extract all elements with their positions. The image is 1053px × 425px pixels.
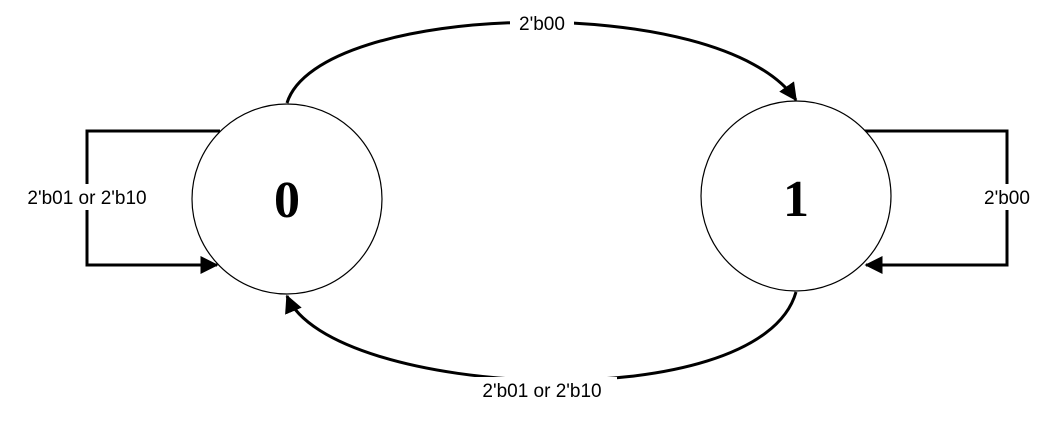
transition-0-to-1-label-bg (510, 10, 574, 36)
transition-1-to-0-label: 2'b01 or 2'b10 (482, 381, 601, 402)
self-loop-0-label: 2'b01 or 2'b10 (27, 188, 146, 209)
self-loop-1-label: 2'b00 (984, 188, 1030, 209)
state-1-circle (700, 100, 892, 292)
state-0-label: 0 (274, 172, 300, 229)
transition-1-to-0-arrow (285, 291, 798, 382)
transition-1-to-0-label-bg (467, 377, 617, 403)
state-0-circle (191, 103, 383, 295)
state-1-label: 1 (783, 171, 809, 228)
state-1: 1 (700, 100, 892, 292)
self-loop-0-label-bg (14, 184, 160, 210)
transition-0-to-1-label: 2'b00 (519, 14, 565, 35)
self-loop-1-label-bg (977, 184, 1039, 210)
state-0: 0 (191, 103, 383, 295)
